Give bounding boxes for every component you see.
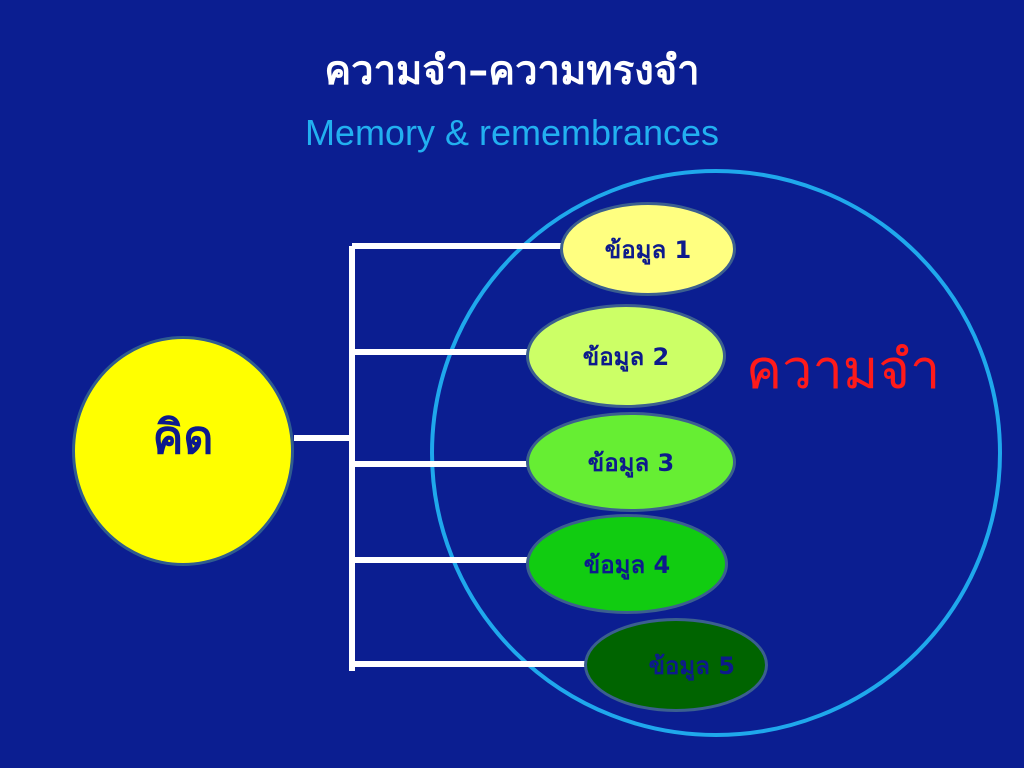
info-node-1-label: ข้อมูล 1: [604, 235, 692, 264]
think-node-label: คิด: [152, 409, 214, 464]
think-node: คิด: [72, 336, 294, 566]
info-node-4-label: ข้อมูล 4: [583, 550, 671, 579]
memory-label: ความจำ: [746, 338, 941, 401]
info-node-1: ข้อมูล 1: [560, 202, 736, 296]
info-node-5: ข้อมูล 5: [584, 618, 768, 712]
info-node-3-label: ข้อมูล 3: [587, 448, 675, 477]
info-node-3: ข้อมูล 3: [526, 412, 736, 512]
info-node-2-label: ข้อมูล 2: [582, 342, 670, 371]
info-node-2: ข้อมูล 2: [526, 304, 726, 408]
memory-circle: [430, 169, 1002, 737]
slide-subtitle: Memory & remembrances: [304, 112, 720, 153]
info-node-4: ข้อมูล 4: [526, 514, 728, 614]
info-node-5-label: ข้อมูล 5: [648, 651, 735, 680]
slide-title: ความจำ–ความทรงจำ: [324, 48, 700, 94]
